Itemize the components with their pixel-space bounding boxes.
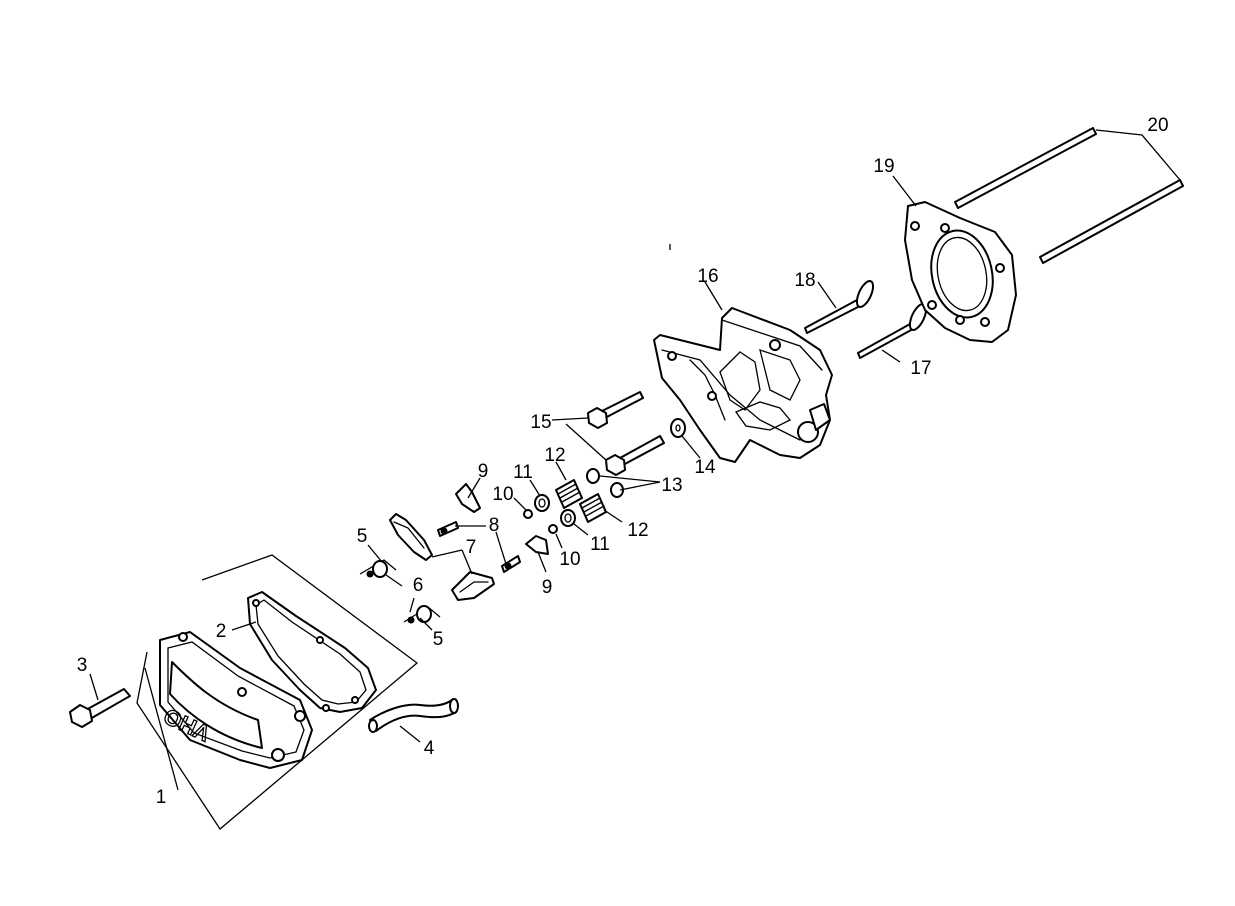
callout-10a: 10 <box>492 484 513 505</box>
rocker-arm-upper[interactable] <box>389 513 433 561</box>
callout-7: 7 <box>466 537 477 558</box>
callout-8: 8 <box>489 515 500 536</box>
callouts: 1 2 3 4 5 5 6 7 8 9 9 10 10 11 11 12 12 … <box>77 115 1169 808</box>
callout-11b: 11 <box>590 534 610 555</box>
guide-plate-lower[interactable] <box>525 535 549 555</box>
valve-cover[interactable]: OHV <box>159 631 313 769</box>
callout-19: 19 <box>873 156 894 177</box>
callout-11a: 11 <box>513 462 533 483</box>
callout-9a: 9 <box>478 461 489 482</box>
valve-retainer-lower[interactable] <box>548 524 558 534</box>
adjuster-screw-lower[interactable] <box>501 555 521 573</box>
callout-16: 16 <box>697 266 718 287</box>
callout-5b: 5 <box>433 629 444 650</box>
push-rod-upper[interactable] <box>954 127 1097 209</box>
callout-12b: 12 <box>627 520 648 541</box>
head-gasket[interactable] <box>904 201 1017 343</box>
callout-15: 15 <box>530 412 551 433</box>
valve-spring-upper[interactable] <box>555 479 583 509</box>
valve-retainer-upper[interactable] <box>523 509 533 519</box>
callout-6: 6 <box>413 575 424 596</box>
rocker-pivot-upper[interactable] <box>359 559 397 578</box>
push-rod-lower[interactable] <box>1039 179 1184 264</box>
callout-2: 2 <box>216 621 227 642</box>
leader-lines <box>89 129 1181 791</box>
washer[interactable] <box>670 418 686 438</box>
adjuster-screw-upper[interactable] <box>437 521 459 537</box>
callout-4: 4 <box>424 738 435 759</box>
breather-hose[interactable] <box>368 698 459 733</box>
head-bolt-lower[interactable] <box>605 435 665 476</box>
spring-cap-upper[interactable] <box>534 494 550 512</box>
callout-1: 1 <box>156 787 167 808</box>
head-bolt-upper[interactable] <box>587 391 644 429</box>
cover-gasket[interactable] <box>247 591 377 713</box>
callout-17: 17 <box>910 358 931 379</box>
callout-13: 13 <box>661 475 682 496</box>
exhaust-valve[interactable] <box>857 302 929 359</box>
rocker-arm-lower[interactable] <box>451 571 495 601</box>
callout-9b: 9 <box>542 577 553 598</box>
callout-5a: 5 <box>357 526 368 547</box>
callout-12a: 12 <box>544 445 565 466</box>
group-bracket-1-2 <box>136 554 419 830</box>
callout-20: 20 <box>1147 115 1168 136</box>
cover-bolt[interactable] <box>69 688 131 728</box>
callout-3: 3 <box>77 655 88 676</box>
valve-seal-upper[interactable] <box>586 468 600 484</box>
intake-valve[interactable] <box>804 279 876 334</box>
valve-spring-lower[interactable] <box>579 493 607 523</box>
spring-cap-lower[interactable] <box>560 509 576 527</box>
callout-14: 14 <box>694 457 716 478</box>
cylinder-head[interactable] <box>653 307 833 463</box>
callout-10b: 10 <box>559 549 580 570</box>
rocker-pivot-lower[interactable] <box>403 605 441 624</box>
callout-18: 18 <box>794 270 815 291</box>
